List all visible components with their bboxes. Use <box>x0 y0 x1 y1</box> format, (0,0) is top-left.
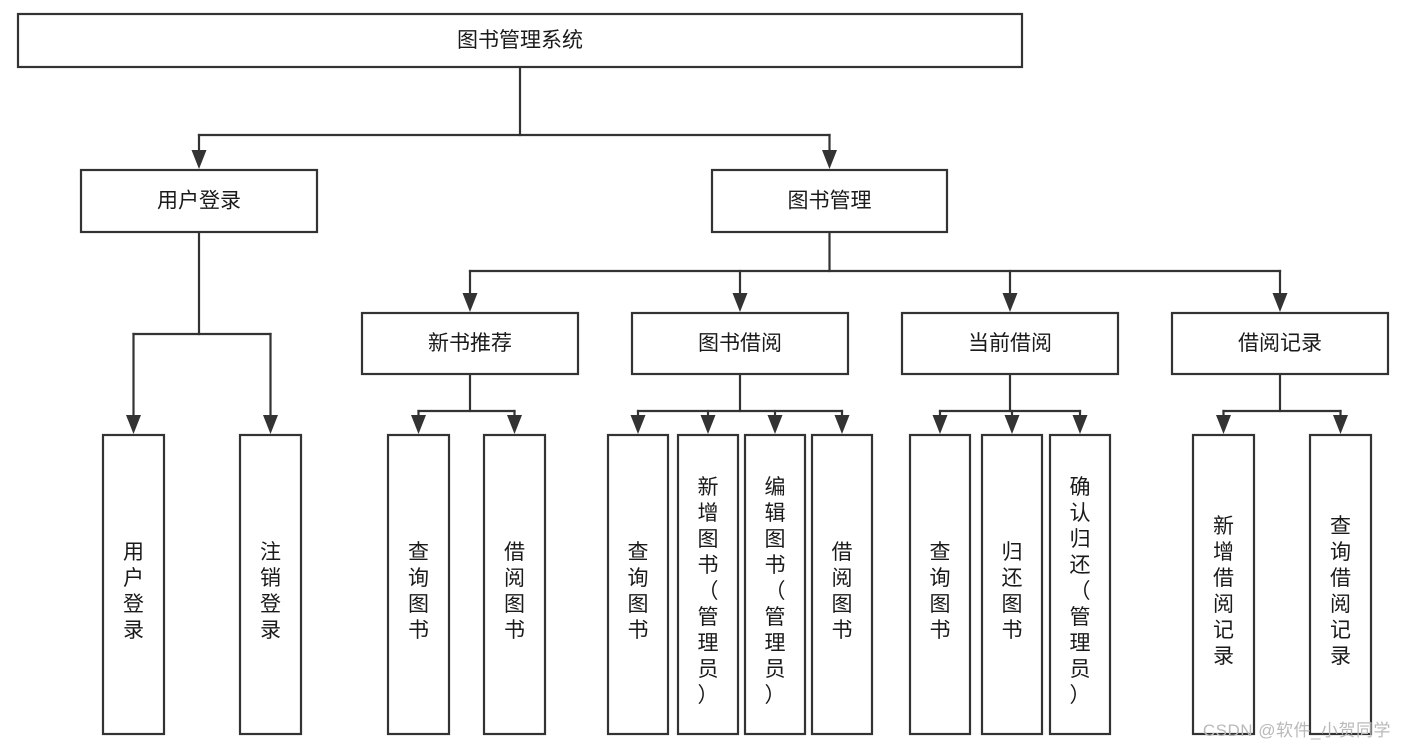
node-label-leaf-query-book-current: 查询图书 <box>930 540 951 641</box>
node-label-leaf-add-borrow-record: 新增借阅记录 <box>1213 514 1234 667</box>
node-box-root[interactable] <box>16 12 1024 69</box>
node-label-leaf-query-borrow-record: 查询借阅记录 <box>1330 514 1351 667</box>
node-box-leaf-query-book-current[interactable] <box>908 433 972 736</box>
node-label-leaf-logout: 注销登录 <box>260 540 281 641</box>
node-leaf-query-borrow-record[interactable]: 查询借阅记录 <box>1308 433 1373 736</box>
node-borrow-record[interactable]: 借阅记录 <box>1170 311 1390 376</box>
edge-group-borrow-record <box>1216 372 1348 434</box>
edges-layer <box>126 65 1348 434</box>
node-label-leaf-user-login: 用户登录 <box>123 540 144 641</box>
node-box-current-borrow[interactable] <box>900 311 1120 376</box>
node-label-leaf-query-book-rec: 查询图书 <box>408 540 429 641</box>
node-label-leaf-edit-book-admin: 编辑图书（管理员） <box>765 475 786 706</box>
node-box-leaf-user-login[interactable] <box>101 433 166 736</box>
node-leaf-add-book-admin[interactable]: 新增图书（管理员） <box>676 433 740 736</box>
node-box-new-book-recommend[interactable] <box>360 311 580 376</box>
edge-group-new-book-recommend <box>411 372 522 434</box>
node-label-root: 图书管理系统 <box>457 29 583 52</box>
node-box-leaf-edit-book-admin[interactable] <box>743 433 807 736</box>
node-label-borrow-record: 借阅记录 <box>1238 332 1322 355</box>
node-box-leaf-query-book-borrow[interactable] <box>606 433 670 736</box>
node-box-leaf-borrow-book-rec[interactable] <box>482 433 547 736</box>
node-box-leaf-query-book-rec[interactable] <box>386 433 451 736</box>
node-current-borrow[interactable]: 当前借阅 <box>900 311 1120 376</box>
node-box-user-login[interactable] <box>79 168 319 234</box>
node-label-leaf-add-book-admin: 新增图书（管理员） <box>698 475 719 706</box>
node-box-borrow-record[interactable] <box>1170 311 1390 376</box>
node-box-book-manage[interactable] <box>710 168 949 234</box>
node-box-leaf-return-book[interactable] <box>980 433 1044 736</box>
node-book-borrow[interactable]: 图书借阅 <box>630 311 850 376</box>
node-label-leaf-confirm-return-admin: 确认归还（管理员） <box>1070 475 1091 706</box>
node-label-new-book-recommend: 新书推荐 <box>428 332 512 355</box>
nodes-layer: 图书管理系统用户登录图书管理新书推荐图书借阅当前借阅借阅记录用户登录注销登录查询… <box>16 12 1390 736</box>
node-root[interactable]: 图书管理系统 <box>16 12 1024 69</box>
node-label-leaf-return-book: 归还图书 <box>1002 540 1023 641</box>
node-leaf-query-book-borrow[interactable]: 查询图书 <box>606 433 670 736</box>
node-box-leaf-query-borrow-record[interactable] <box>1308 433 1373 736</box>
node-label-book-manage: 图书管理 <box>788 190 872 213</box>
edge-group-root <box>191 65 837 169</box>
node-new-book-recommend[interactable]: 新书推荐 <box>360 311 580 376</box>
node-leaf-query-book-rec[interactable]: 查询图书 <box>386 433 451 736</box>
edge-group-book-borrow <box>630 372 850 434</box>
node-book-manage[interactable]: 图书管理 <box>710 168 949 234</box>
edge-group-current-borrow <box>932 372 1088 434</box>
node-box-leaf-logout[interactable] <box>238 433 303 736</box>
node-box-leaf-borrow-book-borrow[interactable] <box>810 433 874 736</box>
edge-group-book-manage <box>462 230 1288 312</box>
node-label-book-borrow: 图书借阅 <box>698 332 782 355</box>
node-label-current-borrow: 当前借阅 <box>968 332 1052 355</box>
node-leaf-return-book[interactable]: 归还图书 <box>980 433 1044 736</box>
node-leaf-query-book-current[interactable]: 查询图书 <box>908 433 972 736</box>
node-leaf-user-login[interactable]: 用户登录 <box>101 433 166 736</box>
node-leaf-edit-book-admin[interactable]: 编辑图书（管理员） <box>743 433 807 736</box>
node-label-user-login: 用户登录 <box>157 190 241 213</box>
node-label-leaf-borrow-book-borrow: 借阅图书 <box>832 540 853 641</box>
node-box-leaf-add-borrow-record[interactable] <box>1191 433 1256 736</box>
node-box-leaf-add-book-admin[interactable] <box>676 433 740 736</box>
node-box-leaf-confirm-return-admin[interactable] <box>1048 433 1112 736</box>
node-leaf-logout[interactable]: 注销登录 <box>238 433 303 736</box>
node-box-book-borrow[interactable] <box>630 311 850 376</box>
node-label-leaf-borrow-book-rec: 借阅图书 <box>504 540 525 641</box>
node-label-leaf-query-book-borrow: 查询图书 <box>628 540 649 641</box>
node-leaf-borrow-book-rec[interactable]: 借阅图书 <box>482 433 547 736</box>
node-leaf-borrow-book-borrow[interactable]: 借阅图书 <box>810 433 874 736</box>
edge-group-user-login <box>126 230 278 434</box>
node-leaf-confirm-return-admin[interactable]: 确认归还（管理员） <box>1048 433 1112 736</box>
node-leaf-add-borrow-record[interactable]: 新增借阅记录 <box>1191 433 1256 736</box>
node-user-login[interactable]: 用户登录 <box>79 168 319 234</box>
